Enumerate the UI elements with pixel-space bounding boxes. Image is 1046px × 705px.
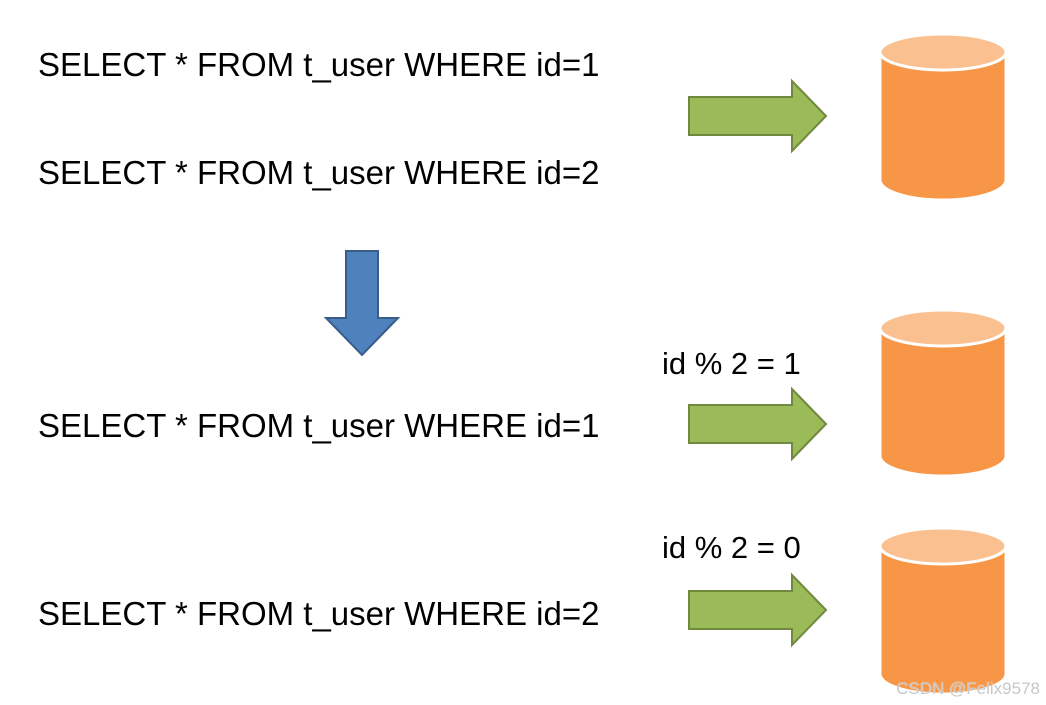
route-condition-odd: id % 2 = 1 <box>662 346 801 381</box>
down-arrow-icon <box>323 250 401 357</box>
right-arrow-icon <box>688 78 828 154</box>
watermark: CSDN @Felix9578 <box>896 679 1040 698</box>
query-before-2: SELECT * FROM t_user WHERE id=2 <box>38 154 600 191</box>
query-before-1: SELECT * FROM t_user WHERE id=1 <box>38 46 600 83</box>
query-after-2: SELECT * FROM t_user WHERE id=2 <box>38 595 600 632</box>
database-icon <box>878 526 1008 696</box>
database-icon <box>878 32 1008 202</box>
route-condition-even: id % 2 = 0 <box>662 530 801 565</box>
database-icon <box>878 308 1008 478</box>
right-arrow-icon <box>688 386 828 462</box>
query-after-1: SELECT * FROM t_user WHERE id=1 <box>38 407 600 444</box>
right-arrow-icon <box>688 572 828 648</box>
